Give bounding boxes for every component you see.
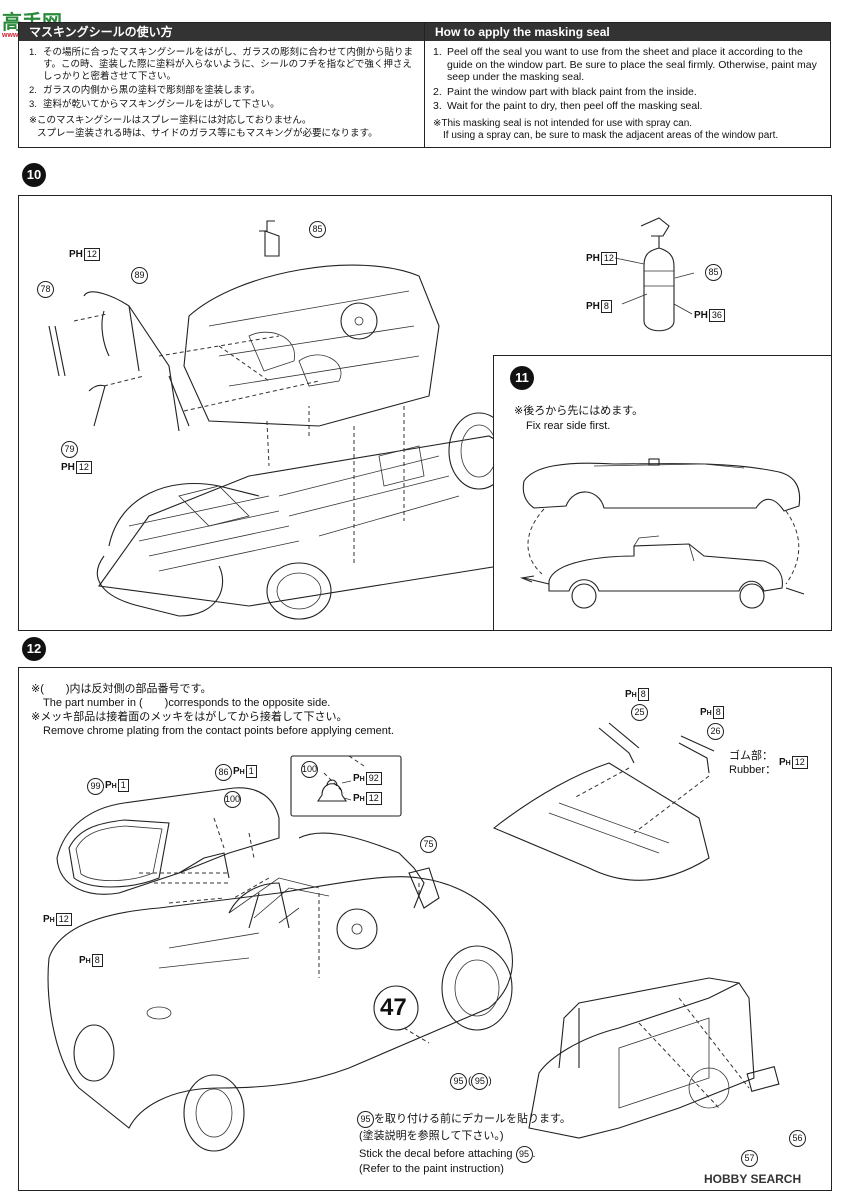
extinguisher-part-85: 85 — [705, 264, 722, 281]
part-100: 100 — [224, 791, 241, 808]
hobby-search-logo: HOBBY SEARCH — [704, 1172, 801, 1186]
rubber-label-en: Rubber： — [729, 764, 777, 776]
masking-jp-steps: 1.その場所に合ったマスキングシールをはがし、ガラスの彫刻に合わせて内側から貼り… — [19, 41, 424, 111]
step-11-note-en: Fix rear side first. — [526, 420, 611, 432]
list-item: 3.Wait for the paint to dry, then peel o… — [433, 100, 703, 112]
step-11-note-jp: ※後ろから先にはめます。 — [514, 405, 644, 417]
step-11-marker: 11 — [510, 366, 534, 390]
part-26: 26 — [707, 723, 724, 740]
part-89: 89 — [131, 267, 148, 284]
part-95: 95 — [450, 1073, 467, 1090]
part-75: 75 — [420, 836, 437, 853]
decal-note-en2: (Refer to the paint instruction) — [359, 1163, 504, 1175]
masking-instructions-en: How to apply the masking seal 1.Peel off… — [424, 22, 831, 148]
part-25: 25 — [631, 704, 648, 721]
part-78: 78 — [37, 281, 54, 298]
step-12-illustration — [47, 722, 780, 1152]
part-56: 56 — [789, 1130, 806, 1147]
step-12-note1-jp: ※( )内は反対側の部品番号です。 — [31, 683, 212, 695]
decal-note-jp2: (塗装説明を参照して下さい。) — [359, 1130, 504, 1142]
list-item: 1.Peel off the seal you want to use from… — [433, 46, 817, 83]
rubber-label-jp: ゴム部： — [729, 750, 773, 762]
part-86: 86 — [215, 764, 232, 781]
part-95-opposite: (95) — [468, 1073, 492, 1090]
masking-instructions-jp: マスキングシールの使い方 1.その場所に合ったマスキングシールをはがし、ガラスの… — [18, 22, 425, 148]
masking-jp-note: ※このマスキングシールはスプレー塗料には対応しておりません。 スプレー塗装される… — [29, 115, 378, 139]
list-item: 2.ガラスの内側から黒の塗料で彫刻部を塗装します。 — [29, 85, 261, 96]
masking-en-steps: 1.Peel off the seal you want to use from… — [425, 41, 830, 113]
list-item: 3.塗料が乾いてからマスキングシールをはがして下さい。 — [29, 99, 280, 110]
part-57: 57 — [741, 1150, 758, 1167]
masking-en-note: ※This masking seal is not intended for u… — [433, 117, 779, 142]
step-11-panel: 11 ※後ろから先にはめます。 Fix rear side first. — [493, 355, 832, 631]
hobby-search-logo-text: HOBBY SEARCH — [704, 1172, 802, 1186]
masking-en-title: How to apply the masking seal — [425, 23, 830, 41]
part-99: 99 — [87, 778, 104, 795]
decal-note-en1: Stick the decal before attaching 95. — [359, 1146, 536, 1163]
step-12-panel: ※( )内は反対側の部品番号です。 The part number in ( )… — [18, 667, 832, 1191]
part-85: 85 — [309, 221, 326, 238]
race-number: 47 — [380, 994, 407, 1021]
step-12-note2-en: Remove chrome plating from the contact p… — [43, 725, 394, 737]
step-12-note2-jp: ※メッキ部品は接着面のメッキをはがしてから接着して下さい。 — [31, 711, 348, 723]
masking-jp-title: マスキングシールの使い方 — [19, 23, 424, 41]
step-10-marker: 10 — [22, 163, 46, 187]
step-12-note1-en: The part number in ( )corresponds to the… — [43, 697, 331, 709]
part-79: 79 — [61, 441, 78, 458]
step-11-illustration — [519, 458, 805, 609]
part-100-inset: 100 — [301, 761, 318, 778]
list-item: 1.その場所に合ったマスキングシールをはがし、ガラスの彫刻に合わせて内側から貼り… — [29, 47, 414, 82]
step-12-marker: 12 — [22, 637, 46, 661]
list-item: 2.Paint the window part with black paint… — [433, 85, 697, 98]
